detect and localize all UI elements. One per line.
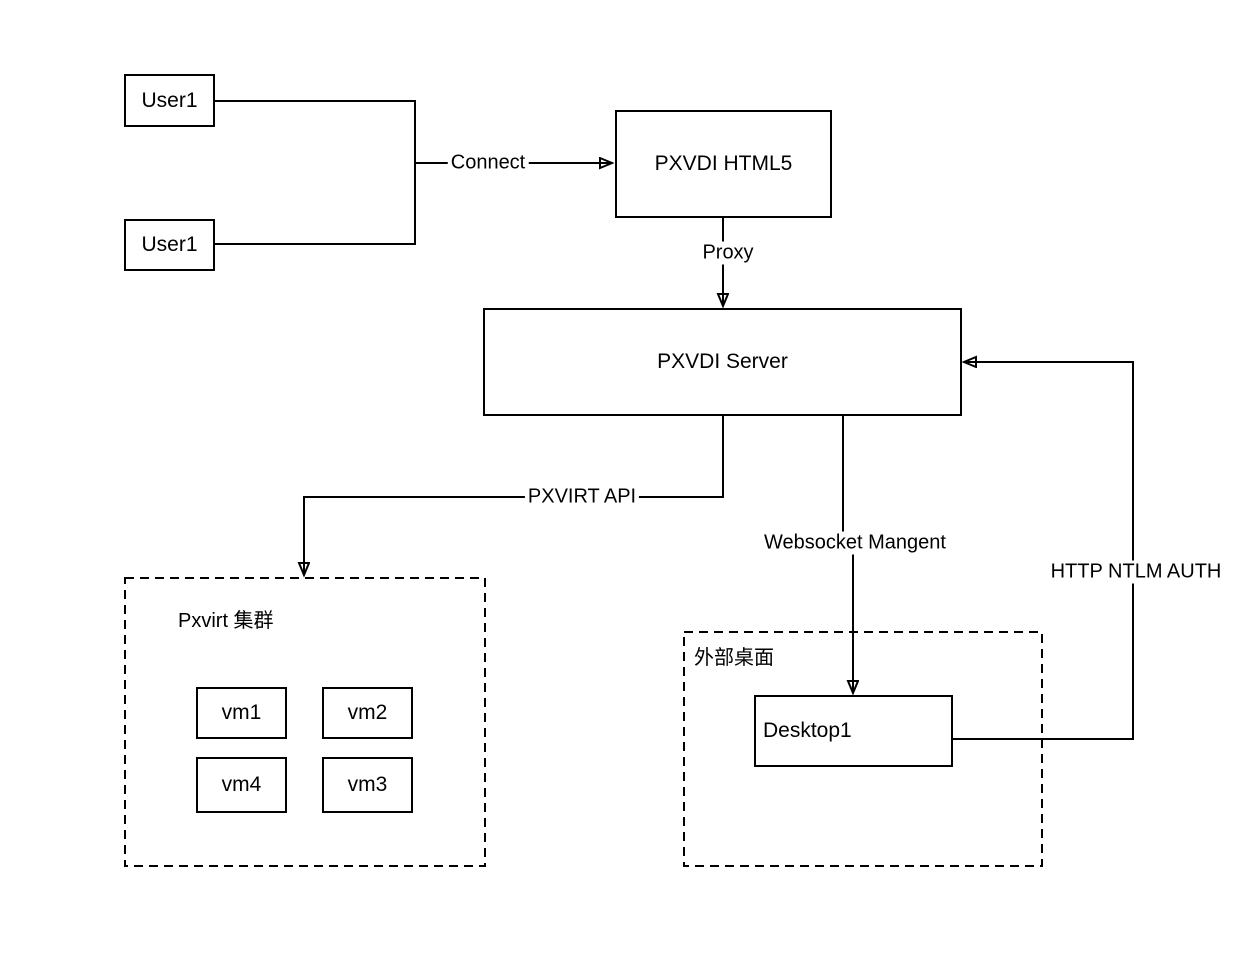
edge-label-websocket: Websocket Mangent [761,531,949,555]
node-label: vm4 [221,773,262,797]
node-label: vm3 [347,773,388,797]
node-label: Desktop1 [763,719,852,743]
group-label-external-desktop: 外部桌面 [692,646,776,670]
group-pxvirt-cluster-border [124,577,486,867]
node-label: vm1 [221,701,262,725]
node-desktop1: Desktop1 [754,695,953,767]
node-label: vm2 [347,701,388,725]
group-label-pxvirt-cluster: Pxvirt 集群 [176,609,276,633]
node-vm2: vm2 [322,687,413,739]
edge-user-junction-line [215,100,416,245]
node-user1-bottom: User1 [124,219,215,271]
node-label: User1 [141,233,198,257]
node-vm4: vm4 [196,757,287,813]
edge-label-connect: Connect [447,151,529,175]
edge-label-http-ntlm: HTTP NTLM AUTH [1047,560,1225,584]
node-pxvdi-html5: PXVDI HTML5 [615,110,832,218]
node-label: PXVDI Server [657,350,788,374]
edge-label-proxy: Proxy [699,241,757,265]
node-pxvdi-server: PXVDI Server [483,308,962,416]
node-user1-top: User1 [124,74,215,127]
edge-websocket-line [842,416,853,693]
edge-label-pxvirt-api: PXVIRT API [524,485,640,509]
node-vm3: vm3 [322,757,413,813]
node-vm1: vm1 [196,687,287,739]
node-label: PXVDI HTML5 [654,152,793,176]
node-label: User1 [141,88,198,112]
group-external-desktop-border [683,631,1043,867]
edge-pxvirt-api-line [304,416,724,575]
